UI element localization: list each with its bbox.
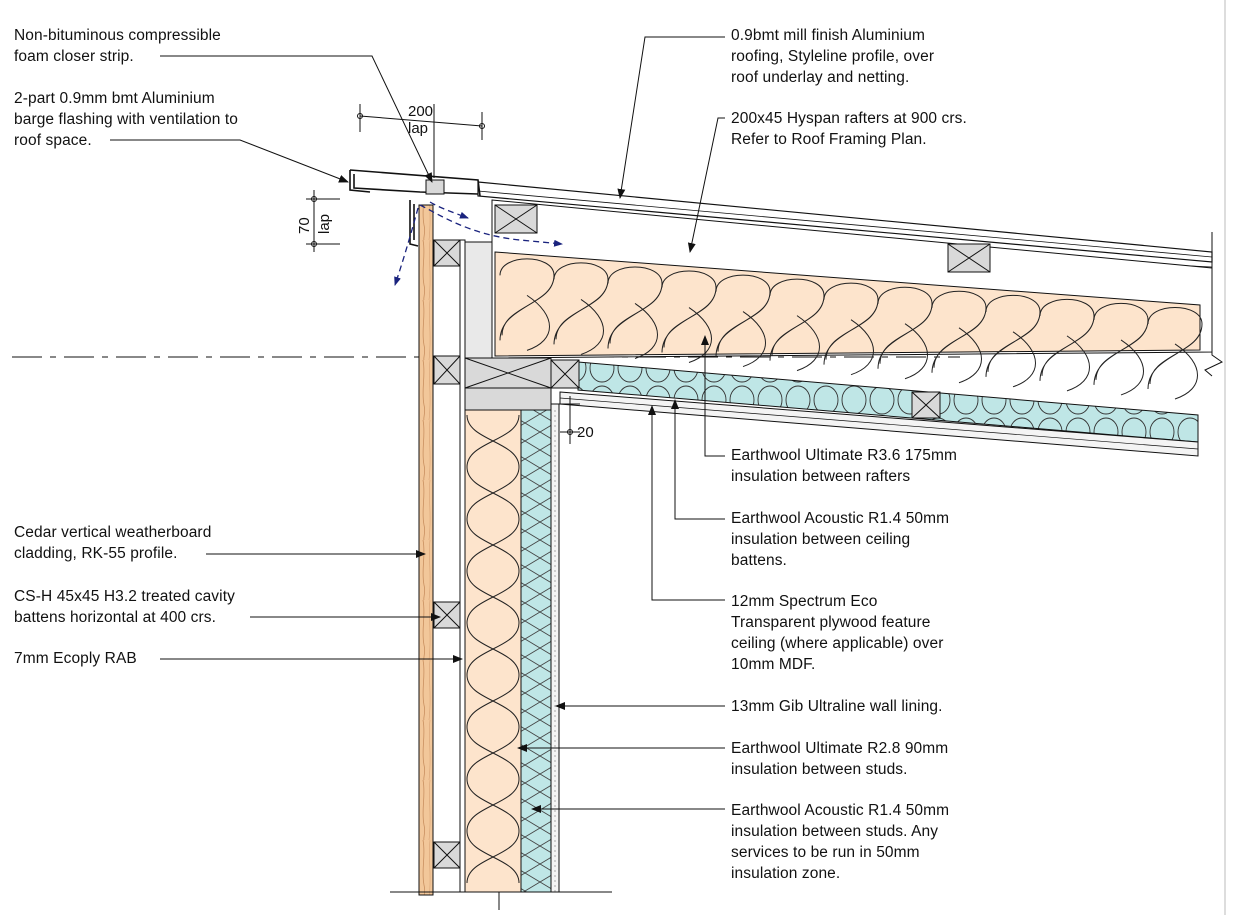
insulation-loop [466,570,520,624]
insulation-loop [466,830,520,884]
insulation-loop [715,274,771,368]
lap-dimension-text: lap [408,120,429,137]
gib-wall-lining [550,403,560,893]
label-stud-insulation: Earthwool Ultimate R2.8 90mm insulation … [731,740,949,778]
vertical-lap-text: lap [316,213,333,234]
insulation-loop [607,266,663,359]
ceiling-assembly [464,241,1199,457]
lap-dimension-value: 200 [408,103,434,120]
label-barge-flashing: 2-part 0.9mm bmt Aluminium barge flashin… [14,90,238,149]
vertical-lap-value: 70 [296,217,313,234]
insulation-loop [466,778,520,832]
insulation-loop [931,290,987,384]
barge-flashing [349,169,481,247]
insulation-loop [1093,302,1149,396]
label-plywood-ceiling: 12mm Spectrum Eco Transparent plywood fe… [731,593,944,673]
insulation-loop [823,282,879,376]
insulation-loop [466,726,520,780]
stud-insulation [464,409,522,893]
label-wall-lining: 13mm Gib Ultraline wall lining. [731,698,943,715]
insulation-loop [466,622,520,676]
lap-dimension [357,104,485,178]
insulation-loop [985,294,1041,388]
gap-dimension [560,396,580,444]
leader-lines [110,36,725,813]
insulation-loop [1039,298,1095,392]
label-rab: 7mm Ecoply RAB [14,650,137,667]
cedar-cladding [418,204,434,896]
label-batten-insulation: Earthwool Acoustic R1.4 50mm insulation … [731,510,950,569]
insulation-loop [877,286,933,380]
label-rafter-insulation: Earthwool Ultimate R3.6 175mm insulation… [731,447,958,485]
insulation-loop [466,414,520,468]
roof-assembly [477,181,1223,400]
insulation-loop [553,262,609,355]
insulation-loop [466,674,520,728]
insulation-loop [466,518,520,572]
label-cavity-battens: CS-H 45x45 H3.2 treated cavity battens h… [14,588,235,626]
insulation-loop [499,258,555,351]
label-foam-closer: Non-bituminous compressible foam closer … [14,27,221,65]
insulation-loop [769,278,825,372]
ventilation-path [394,201,563,286]
insulation-loop [466,466,520,520]
insulation-loop [1147,306,1203,400]
gap-dimension-value: 20 [577,424,594,441]
label-services-insulation: Earthwool Acoustic R1.4 50mm insulation … [731,802,950,882]
acoustic-stud-insulation [520,409,552,893]
vertical-lap-dimension [306,190,340,252]
label-cladding: Cedar vertical weatherboard cladding, RK… [14,524,212,562]
label-rafters: 200x45 Hyspan rafters at 900 crs. Refer … [731,110,967,148]
insulation-loop [661,270,717,363]
label-roofing: 0.9bmt mill finish Aluminium roofing, St… [731,27,935,86]
